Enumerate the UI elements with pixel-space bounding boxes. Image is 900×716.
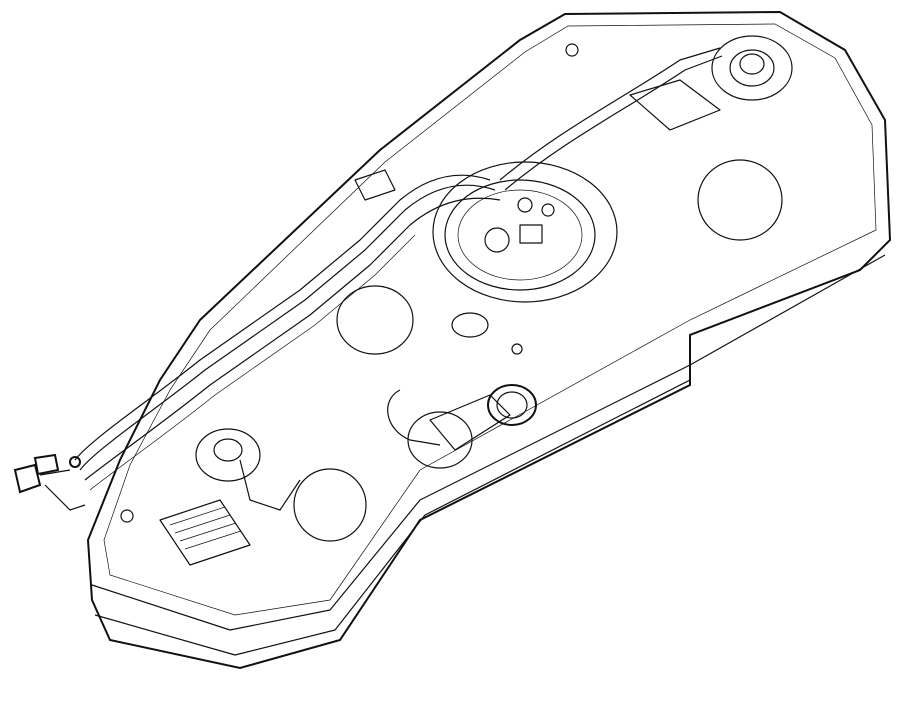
mount-hole bbox=[565, 43, 579, 57]
fuel-lines bbox=[74, 47, 723, 511]
bracket-pad bbox=[159, 499, 251, 566]
bracket-pad bbox=[629, 79, 721, 131]
vent-port-top bbox=[711, 35, 793, 101]
recess bbox=[293, 468, 367, 542]
recess bbox=[407, 411, 473, 469]
mount-hole bbox=[511, 343, 523, 355]
recess bbox=[697, 159, 783, 241]
bracket-pad bbox=[354, 169, 396, 201]
vent-port-lower bbox=[195, 428, 261, 482]
bracket-pad bbox=[169, 506, 242, 550]
recess bbox=[336, 285, 414, 355]
tank-outline bbox=[86, 10, 892, 670]
line-connectors bbox=[13, 453, 86, 511]
filler-neck bbox=[387, 384, 537, 451]
tank-inner-outline bbox=[103, 23, 877, 616]
tank-lower-edge bbox=[94, 379, 691, 656]
fitting bbox=[451, 312, 489, 338]
fuel-pump-module bbox=[432, 161, 618, 303]
tank-seam bbox=[91, 254, 886, 631]
mount-hole bbox=[120, 509, 134, 523]
